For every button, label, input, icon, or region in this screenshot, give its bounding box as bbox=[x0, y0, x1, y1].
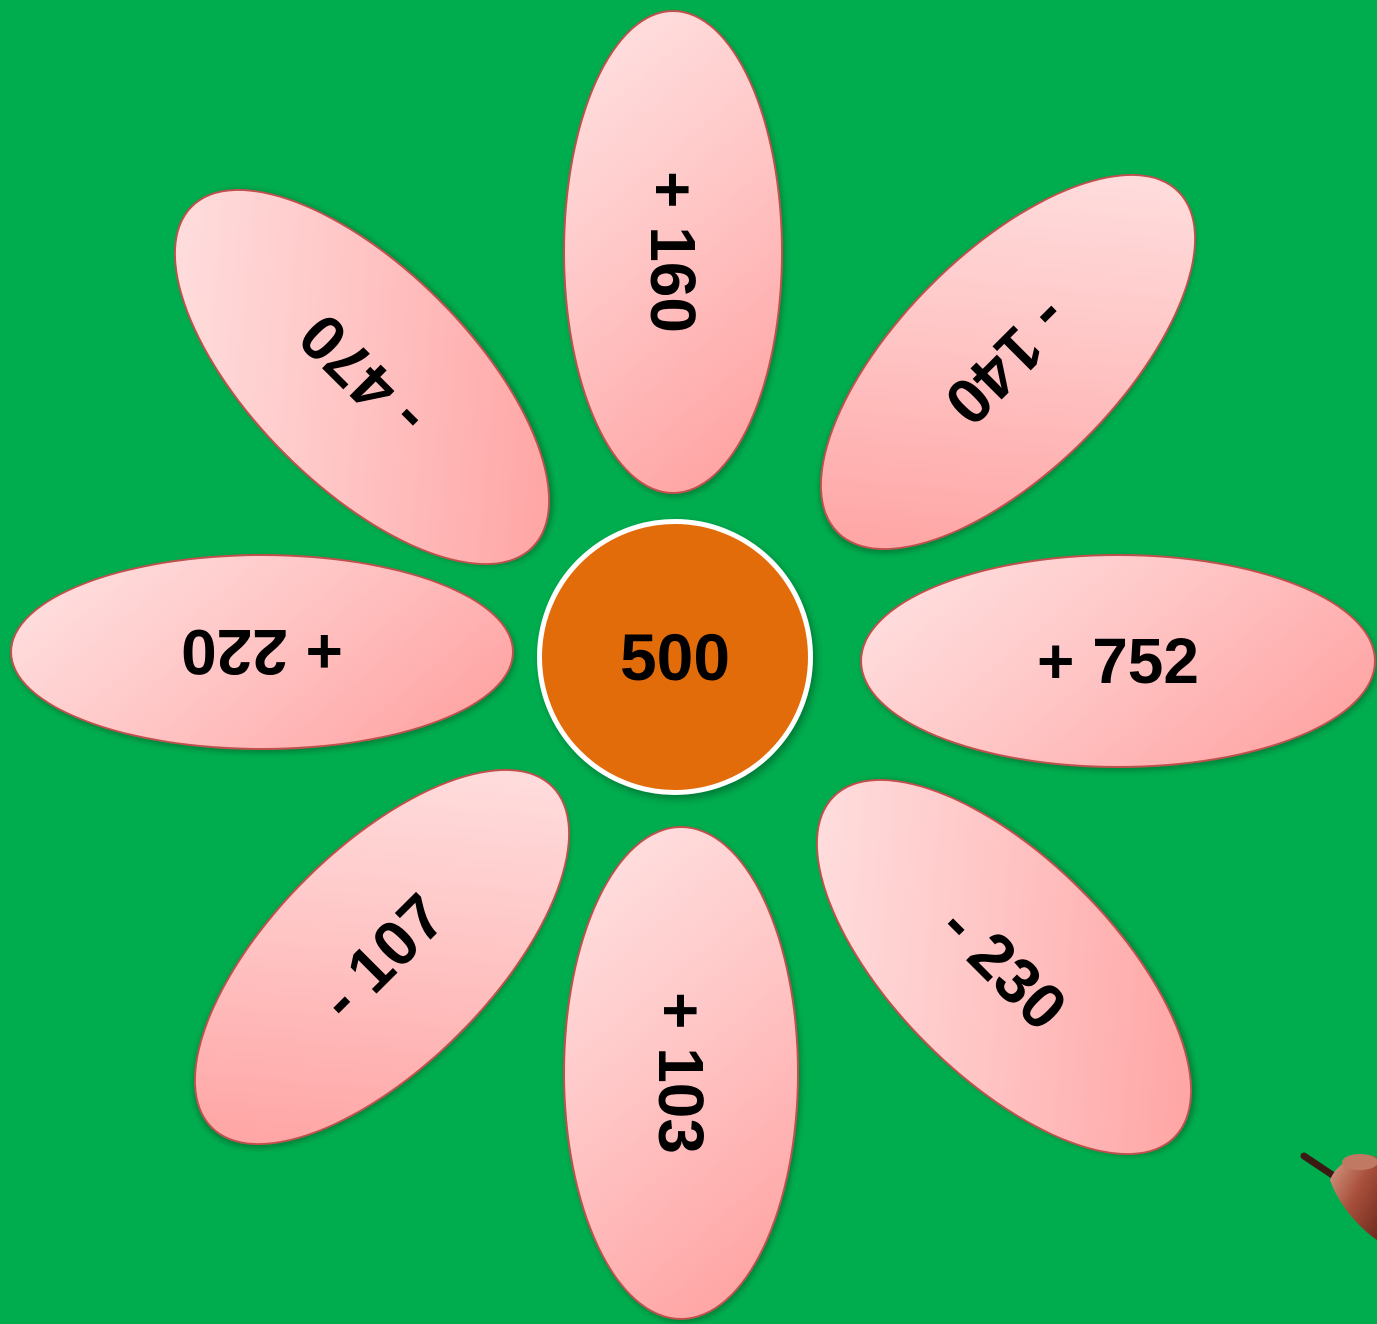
watering-can-icon bbox=[1300, 1152, 1377, 1240]
petal-label: - 140 bbox=[930, 284, 1086, 440]
petal-right[interactable]: + 752 bbox=[860, 554, 1376, 768]
petal-label: + 752 bbox=[1037, 625, 1199, 697]
petal-lower-right[interactable]: - 230 bbox=[755, 718, 1253, 1216]
center-value: 500 bbox=[619, 620, 731, 694]
petal-label: + 160 bbox=[637, 171, 709, 333]
petal-upper-right[interactable]: - 140 bbox=[759, 113, 1257, 611]
petal-label: - 107 bbox=[304, 879, 460, 1035]
petal-lower-left[interactable]: - 107 bbox=[133, 708, 631, 1206]
flower-center[interactable]: 500 bbox=[537, 519, 813, 795]
petal-label: - 470 bbox=[284, 299, 440, 455]
petal-left[interactable]: + 220 bbox=[10, 554, 514, 750]
petal-top[interactable]: + 160 bbox=[563, 10, 783, 494]
petal-label: + 103 bbox=[645, 992, 717, 1154]
petal-upper-left[interactable]: - 470 bbox=[113, 128, 611, 626]
petal-label: - 230 bbox=[926, 889, 1082, 1045]
petal-label: + 220 bbox=[181, 616, 343, 688]
petal-bottom[interactable]: + 103 bbox=[563, 826, 799, 1320]
